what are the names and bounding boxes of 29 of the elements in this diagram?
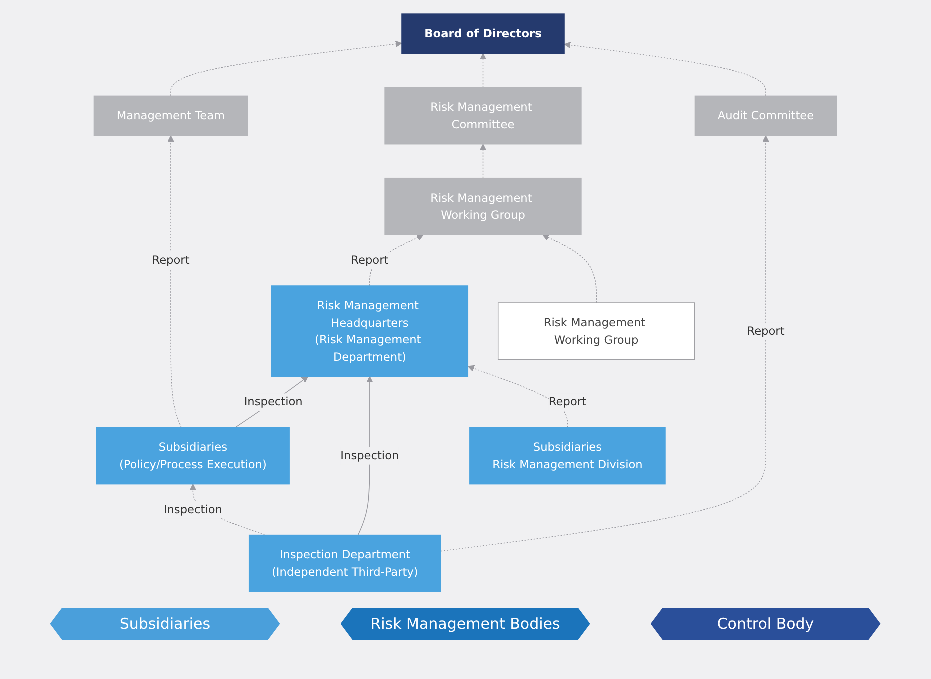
edge-label: Report: [152, 254, 190, 268]
node-box: Risk Management Working Group: [384, 178, 582, 236]
node-box: Risk Management Headquarters (Risk Management Department): [271, 286, 469, 378]
edge-label: Inspection: [244, 395, 303, 409]
edge-label: Report: [548, 395, 586, 409]
arrow: [235, 376, 309, 428]
node-box: Inspection Department (Independent Third-Party): [248, 534, 442, 592]
node-box: Subsidiaries (Policy/Process Execution): [96, 427, 290, 485]
node-box: Risk Management Working Group: [498, 302, 696, 360]
edge-label: Inspection: [340, 448, 400, 463]
node-box: Board of Directors: [402, 14, 565, 54]
arrow: [468, 365, 568, 428]
arrow: [168, 136, 182, 428]
node-box: Management Team: [94, 96, 248, 136]
legend-item: Subsidiaries: [50, 608, 280, 640]
edge-label: Report: [747, 324, 785, 338]
arrow: [170, 40, 402, 97]
edge-label: Inspection: [164, 502, 222, 516]
arrow: [564, 42, 766, 97]
node-box: Subsidiaries Risk Management Division: [470, 427, 666, 485]
edge-label: Report: [351, 254, 389, 268]
arrow: [480, 144, 487, 179]
legend-item: Control Body: [650, 608, 881, 640]
arrow: [480, 53, 487, 88]
arrow: [542, 234, 597, 304]
node-box: Risk Management Committee: [384, 87, 582, 145]
arrow: [358, 376, 374, 536]
node-box: Audit Committee: [694, 96, 838, 136]
legend-item: Risk Management Bodies: [340, 608, 590, 640]
